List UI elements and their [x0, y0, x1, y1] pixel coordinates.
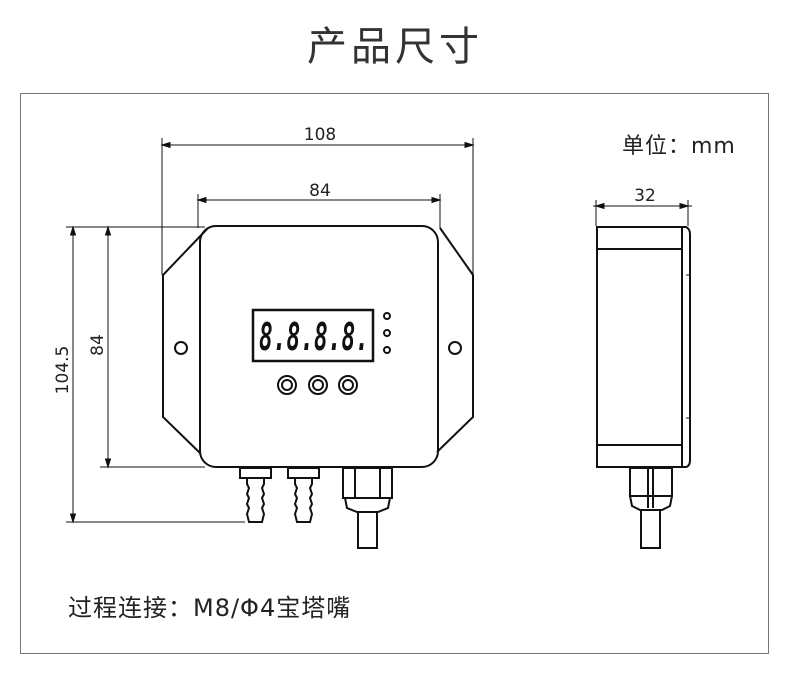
mounting-hole-icon — [174, 341, 188, 355]
display-digits: 8.8.8.8. — [259, 315, 369, 359]
control-buttons — [277, 375, 358, 395]
front-cover — [682, 226, 691, 468]
display-window — [251, 308, 375, 363]
led-indicators — [383, 312, 391, 354]
dim-32-lines — [593, 200, 692, 226]
side-body — [596, 226, 683, 468]
page-title: 产品尺寸 — [307, 24, 483, 70]
connection-label: 过程连接：M8/Φ4宝塔嘴 — [68, 594, 352, 622]
dim-84-width-lines — [196, 194, 442, 228]
dim-108-lines — [160, 138, 475, 275]
barb-fitting — [287, 467, 320, 523]
barb-fitting — [239, 467, 272, 523]
dim-body-width: 84 — [309, 181, 331, 201]
drawing-frame — [20, 93, 769, 654]
mounting-hole-icon — [448, 341, 462, 355]
cable-gland — [342, 467, 393, 549]
dim-height-lines — [66, 225, 245, 524]
side-view — [596, 226, 691, 549]
front-view — [162, 225, 474, 549]
dim-overall-width: 108 — [304, 125, 336, 145]
unit-label: 单位：mm — [622, 134, 736, 159]
side-cable-gland — [628, 467, 674, 549]
dim-body-height: 84 — [88, 334, 108, 356]
dim-depth: 32 — [634, 186, 656, 206]
mounting-flange — [162, 227, 474, 454]
dim-overall-height: 104.5 — [53, 346, 73, 395]
